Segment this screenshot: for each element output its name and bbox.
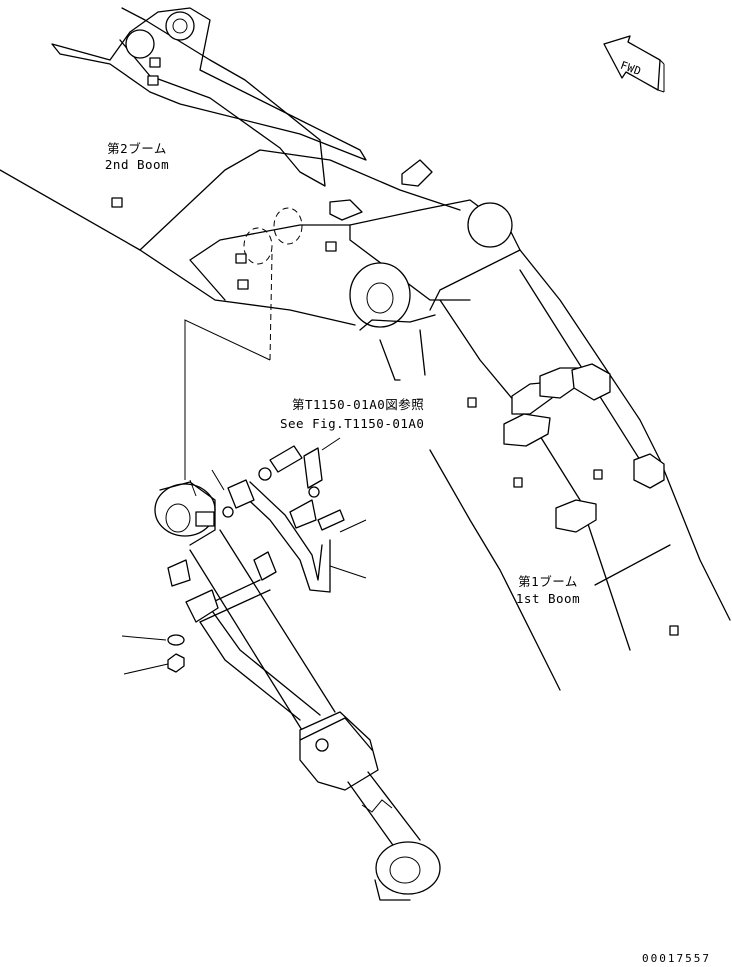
first-boom-label-en: 1st Boom xyxy=(515,591,581,606)
boom-cylinder xyxy=(154,481,441,901)
leader-lines xyxy=(121,437,367,675)
fittings xyxy=(167,445,345,673)
second-boom-arm xyxy=(51,7,367,187)
second-boom-label-en: 2nd Boom xyxy=(104,157,170,172)
reference-label-en: See Fig.T1150-01A0 xyxy=(280,416,425,431)
reference-label-jp: 第T1150-01A0図参照 xyxy=(292,397,425,412)
hose-assembly xyxy=(167,479,331,721)
second-boom-body xyxy=(0,149,471,361)
first-boom xyxy=(429,249,731,691)
second-boom-label-jp: 第2ブーム xyxy=(107,141,167,156)
drawing-number: 00017557 xyxy=(642,952,711,965)
first-boom-label-jp: 第1ブーム xyxy=(518,574,578,589)
fwd-arrow-icon xyxy=(603,35,665,93)
boom-joint xyxy=(349,199,521,381)
reference-leader xyxy=(184,319,271,480)
